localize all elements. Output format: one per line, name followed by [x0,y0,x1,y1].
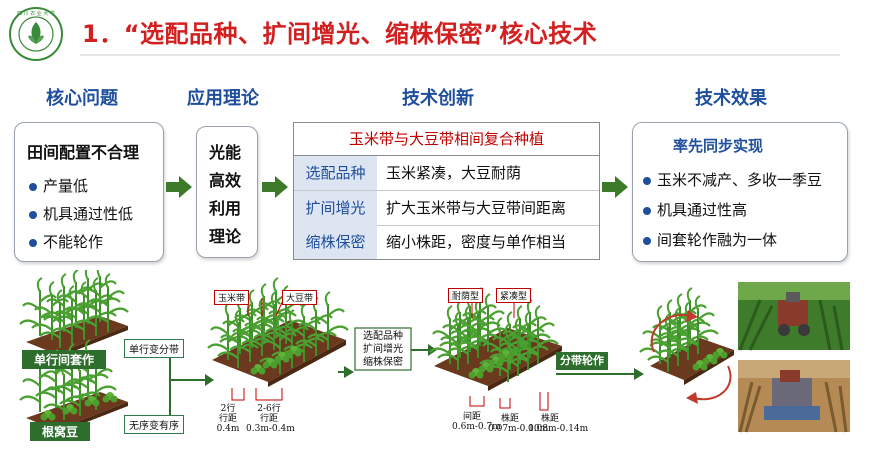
page-title: 1．“选配品种、扩间增光、缩株保密”核心技术 [82,20,598,48]
theory-line: 高效 [209,171,242,190]
header-innovation: 技术创新 [402,88,474,109]
tag-single-to-strip: 单行变分带 [124,339,184,358]
rotation-arrow-icon [686,310,698,322]
effect-title: 率先同步实现 [673,137,764,155]
theory-line: 利用 [209,199,242,218]
dimension-bracket [231,388,245,401]
arrow-head-icon [634,368,644,380]
problem-item: 产量低 [29,175,88,196]
tech-box-text: 选配品种 扩间增光 缩株保密 [363,331,403,368]
university-logo: 四 川 农 业 大 学 [8,6,64,62]
bullet-icon [29,182,37,191]
row-divider [294,190,599,191]
row-value: 缩小株距，密度与单作相当 [386,233,567,251]
table-row: 扩间增光 扩大玉米带与大豆带间距离 [294,191,599,225]
tag-shade-tolerant: 耐荫型 [448,288,484,303]
tag-disorder-to-order: 无序变有序 [124,415,184,434]
rotation-arrow [693,365,732,401]
problem-item: 机具通过性低 [29,203,133,224]
rotation-arrow-icon [686,392,698,404]
right-arrow-icon [262,176,288,198]
table-row: 缩株保密 缩小株距，密度与单作相当 [294,225,599,259]
row-key: 扩间增光 [294,191,377,225]
label-single-row: 单行间套作 [22,351,106,369]
problem-item: 不能轮作 [29,231,103,252]
right-arrow-icon [166,176,192,198]
dimension-bracket [499,398,511,409]
label-rotation: 分带轮作 [556,352,608,370]
dimension-bracket [539,392,549,411]
theory-line: 光能 [209,143,242,162]
plot-rotation [638,286,734,385]
tag-corn-strip: 玉米带 [214,290,250,305]
effect-item: 玉米不减产、多收一季豆 [643,169,822,190]
svg-text:四 川 农 业 大 学: 四 川 农 业 大 学 [17,10,55,17]
tag-soy-strip: 大豆带 [282,290,318,305]
table-row: 选配品种 玉米紧凑，大豆耐荫 [294,156,599,190]
title-divider [80,54,840,56]
problem-title: 田间配置不合理 [27,143,140,162]
arrow-head-icon [205,374,214,386]
row-key: 选配品种 [294,156,377,190]
header-effect: 技术效果 [695,88,767,109]
field-photo-bottom [738,360,850,433]
effect-item: 机具通过性高 [643,199,747,220]
row-divider [294,225,599,226]
bullet-icon [29,210,37,219]
row-value: 扩大玉米带与大豆带间距离 [386,199,567,217]
right-arrow-icon [602,176,628,198]
theory-line: 理论 [209,227,242,246]
dimension-bracket [255,388,283,401]
tag-compact: 紧凑型 [496,288,532,303]
dimension-bracket [469,396,485,407]
row-value: 玉米紧凑，大豆耐荫 [386,164,522,182]
bullet-icon [643,176,651,185]
bullet-icon [643,206,651,215]
bullet-icon [29,238,37,247]
problem-box: 田间配置不合理 产量低 机具通过性低 不能轮作 [14,122,164,262]
rotation-arrow [650,313,691,353]
arrow-head-icon [344,366,354,378]
bullet-icon [643,236,651,245]
header-theory: 应用理论 [187,88,259,109]
row-key: 缩株保密 [294,225,377,259]
plot-optimized [428,286,562,391]
effect-item: 间套轮作融为一体 [643,229,777,250]
header-problem: 核心问题 [46,88,118,109]
innovation-table: 玉米带与大豆带相间复合种植 选配品种 玉米紧凑，大豆耐荫 扩间增光 扩大玉米带与… [293,122,600,260]
field-photo-top [738,282,850,351]
theory-box: 光能 高效 利用 理论 [196,126,258,258]
plot-strip [206,276,350,387]
innovation-table-header: 玉米带与大豆带相间复合种植 [294,123,599,156]
effect-box: 率先同步实现 玉米不减产、多收一季豆 机具通过性高 间套轮作融为一体 [632,122,848,262]
label-root-bean: 根窝豆 [30,423,90,441]
